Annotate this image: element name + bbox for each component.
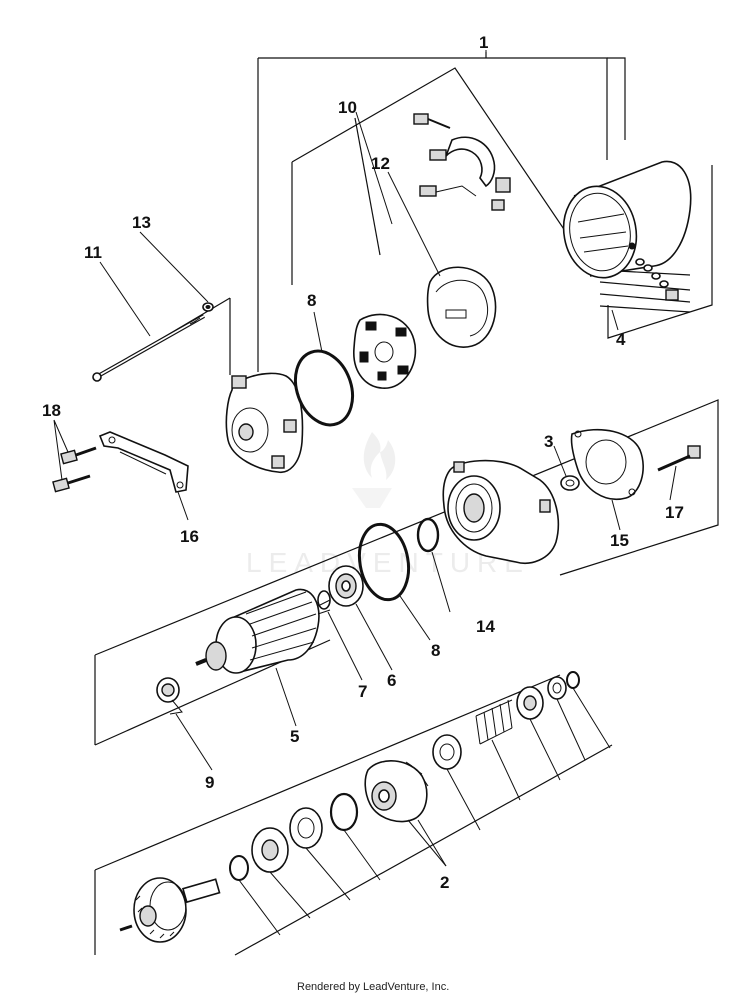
bolt-17 — [657, 445, 701, 472]
callout-3: 3 — [544, 432, 553, 451]
brush-ring-12 — [426, 266, 497, 348]
callout-1: 1 — [479, 33, 488, 52]
through-bolt-11 — [92, 314, 205, 382]
callout-17: 17 — [665, 503, 684, 522]
callout-12: 12 — [371, 154, 390, 173]
mounting-bracket-16 — [98, 431, 189, 493]
retaining-clip — [566, 671, 580, 689]
pinion-gear-shaft — [119, 877, 221, 943]
brush-holder-plate — [353, 313, 417, 389]
brush-set-10 — [413, 113, 511, 211]
washer-13 — [202, 302, 214, 312]
footer-credit: Rendered by LeadVenture, Inc. — [297, 981, 449, 993]
callout-10: 10 — [338, 98, 357, 117]
bearing-6 — [328, 565, 364, 607]
plate-washer-lower — [251, 827, 289, 873]
overrunning-clutch-2 — [364, 760, 429, 823]
washer-3 — [560, 475, 580, 491]
callout-14: 14 — [476, 617, 495, 636]
o-ring-8-upper — [293, 349, 355, 427]
end-frame-cover — [225, 372, 304, 474]
callout-16: 16 — [180, 527, 199, 546]
leader-lines-lower — [238, 687, 611, 936]
terminal-nuts-4 — [635, 258, 679, 301]
callout-5: 5 — [290, 727, 299, 746]
bearing-9 — [156, 677, 183, 715]
callout-15: 15 — [610, 531, 629, 550]
screw-18-upper — [60, 446, 97, 465]
snap-ring-middle — [329, 792, 359, 832]
screw-18-lower — [52, 474, 91, 493]
callout-2: 2 — [440, 873, 449, 892]
callout-8-lower: 8 — [431, 641, 440, 660]
return-spring — [475, 699, 513, 745]
o-ring-8-lower — [357, 522, 411, 602]
front-housing — [442, 459, 560, 564]
cup-collar — [289, 807, 323, 849]
yoke-field-housing — [562, 160, 692, 279]
spring-seat — [516, 686, 544, 720]
callout-4: 4 — [616, 330, 626, 349]
armature-5 — [195, 588, 331, 674]
bracket-group-10 — [291, 67, 579, 285]
bracket-end-cap-4 — [599, 165, 713, 339]
callout-18: 18 — [42, 401, 61, 420]
o-ring-14 — [416, 517, 440, 553]
leader-lines-callouts — [53, 50, 677, 867]
washer-7 — [317, 590, 331, 610]
callout-11: 11 — [84, 243, 102, 262]
small-bushing — [547, 676, 567, 700]
callout-8-upper: 8 — [307, 291, 316, 310]
watermark-logo — [352, 432, 396, 508]
spring-retainer — [432, 734, 462, 770]
callout-13: 13 — [132, 213, 151, 232]
callout-9: 9 — [205, 773, 214, 792]
snap-ring-lower — [229, 855, 249, 881]
callout-7: 7 — [358, 682, 367, 701]
gasket-15 — [570, 428, 644, 501]
bracket-lower-section — [94, 674, 613, 956]
callout-6: 6 — [387, 671, 396, 690]
